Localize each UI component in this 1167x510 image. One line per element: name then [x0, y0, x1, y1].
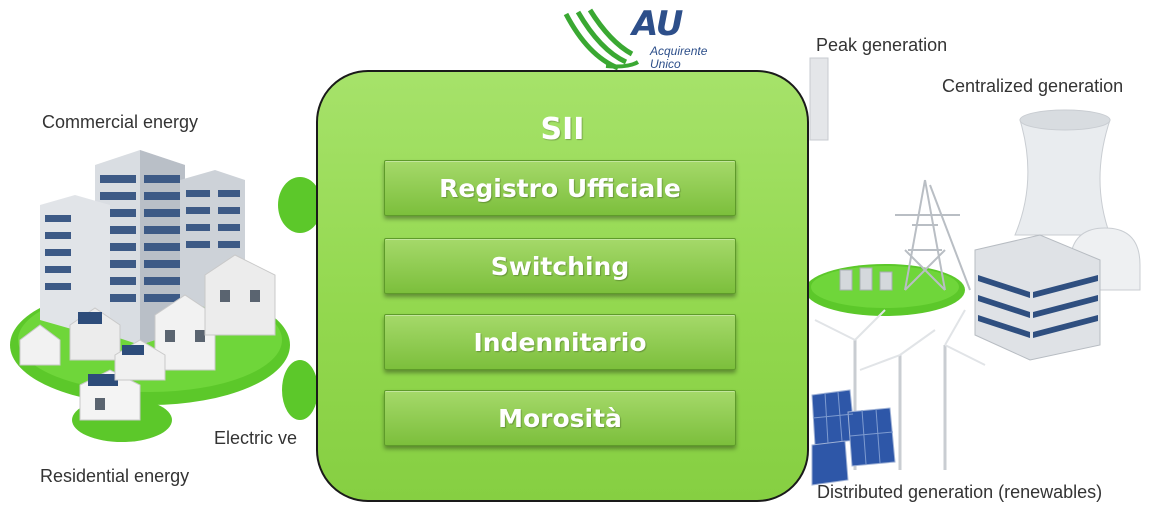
sii-title: SII [540, 112, 585, 147]
logo-text-line1: Acquirente [650, 44, 708, 58]
commercial-residential-illustration [10, 150, 320, 442]
module-registro-ufficiale[interactable]: Registro Ufficiale [384, 160, 736, 216]
module-switching[interactable]: Switching [384, 238, 736, 294]
distributed-generation-label: Distributed generation (renewables) [817, 482, 1103, 502]
module-indennitario[interactable]: Indennitario [384, 314, 736, 370]
sii-panel: SII Registro Ufficiale Switching Indenni… [316, 70, 809, 502]
commercial-energy-label: Commercial energy [42, 112, 199, 132]
logo-text-line2: Unico [650, 57, 681, 71]
acquirente-unico-logo [563, 8, 640, 71]
residential-energy-label: Residential energy [40, 466, 190, 486]
electric-vehicle-label: Electric ve [214, 428, 298, 448]
module-morosita[interactable]: Morosità [384, 390, 736, 446]
peak-generation-label: Peak generation [816, 35, 948, 55]
logo-letters: AU [632, 4, 683, 44]
centralized-generation-label: Centralized generation [942, 76, 1124, 96]
